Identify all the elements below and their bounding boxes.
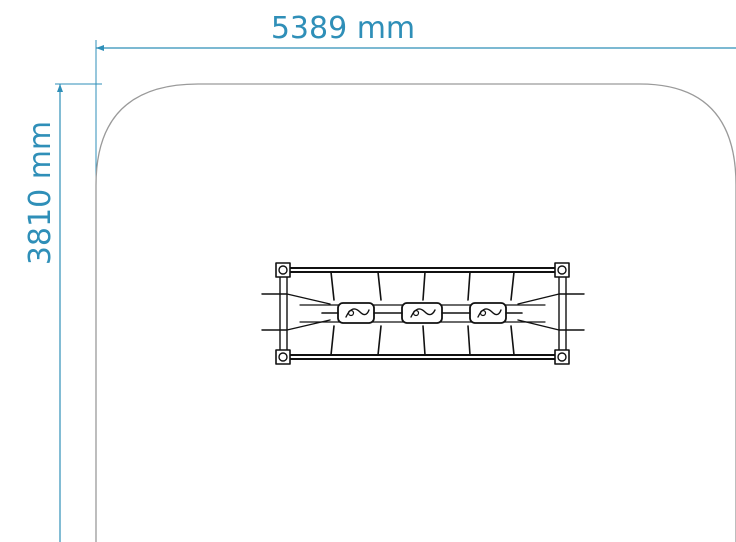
left-chain-lines [261, 293, 331, 331]
corner-post-bottom-right [554, 349, 570, 365]
height-arrow-head [57, 84, 63, 92]
width-label: 5389 mm [271, 11, 415, 46]
safety-area-outline [95, 83, 736, 542]
corner-post-top-right [554, 262, 570, 278]
width-arrow-head [96, 45, 104, 51]
width-dimension: 5389 mm [95, 11, 736, 190]
left-end-frame [279, 271, 288, 356]
right-end-frame [558, 271, 567, 356]
seat-center [401, 302, 443, 324]
height-label: 3810 mm [23, 121, 58, 265]
height-dimension: 3810 mm [23, 83, 102, 542]
equipment-top-view [261, 262, 585, 365]
seat-right [469, 302, 507, 324]
right-chain-lines [517, 293, 585, 331]
corner-post-top-left [275, 262, 291, 278]
seat-left [337, 302, 375, 324]
bottom-rail [283, 354, 563, 360]
cross-slats [330, 271, 515, 356]
corner-post-bottom-left [275, 349, 291, 365]
top-rail [283, 267, 563, 273]
